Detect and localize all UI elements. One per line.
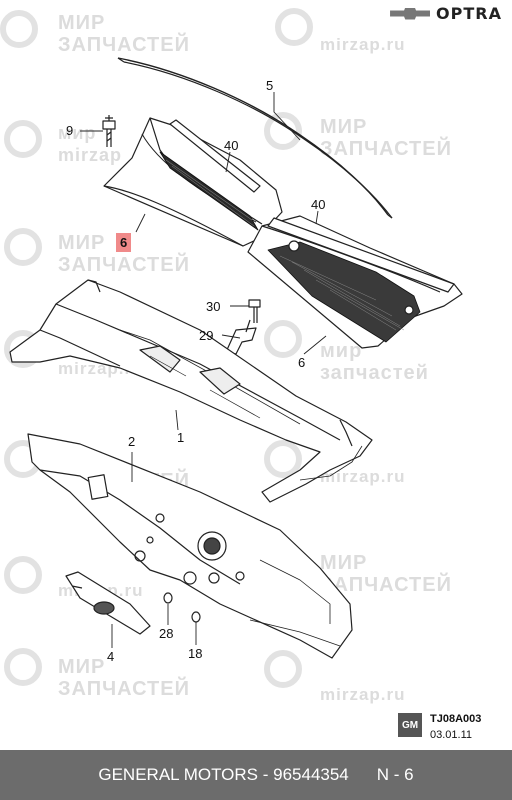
callout-part-1: 1 (177, 430, 185, 445)
watermark-logo-icon (4, 648, 42, 686)
callout-part-40-right: 40 (311, 197, 326, 212)
watermark-logo-icon (0, 10, 38, 48)
watermark-logo-icon (4, 556, 42, 594)
callout-part-6: 6 (298, 355, 306, 370)
watermark-logo-icon (4, 120, 42, 158)
part-40-right-seal (267, 217, 455, 293)
callout-part-29: 29 (199, 328, 214, 343)
watermark-logo-icon (264, 320, 302, 358)
watermark-logo-icon (264, 650, 302, 688)
part-18-nut (191, 611, 201, 623)
watermark-logo-icon (264, 440, 302, 478)
diagram-code: TJ08A003 (430, 713, 482, 725)
callout-part-18: 18 (188, 646, 203, 661)
footer-bar: GENERAL MOTORS - 96544354 N - 6 (0, 750, 512, 800)
watermark-logo-icon (264, 112, 302, 150)
callout-part-28: 28 (159, 626, 174, 641)
callout-part-5: 5 (266, 78, 274, 93)
callout-part-9: 9 (66, 123, 74, 138)
brand-logo: OPTRA (390, 4, 502, 23)
callout-part-30: 30 (206, 299, 221, 314)
callout-part-2: 2 (128, 434, 136, 449)
part-5-weatherstrip (117, 57, 393, 219)
part-2-dash-panel (27, 433, 353, 659)
chevrolet-bowtie-icon (390, 7, 431, 20)
watermark-logo-icon (275, 8, 313, 46)
callout-part-40-left: 40 (224, 138, 239, 153)
part-9-bolt (102, 115, 116, 147)
model-name: OPTRA (436, 4, 502, 23)
watermark: mirzap.ru (320, 35, 406, 54)
part-30-bolt (248, 299, 261, 323)
part-4-reinforcement (65, 571, 151, 635)
page-label: N - 6 (376, 765, 414, 784)
part-29-bracket (225, 319, 257, 355)
part-6-right-cowl-panel (247, 215, 463, 349)
diagram-date: 03.01.11 (430, 729, 473, 741)
part-6-left-cowl-panel (103, 117, 283, 247)
part-1-cowl-panel (9, 279, 373, 503)
callout-part-4: 4 (107, 649, 115, 664)
part-40-left-seal (169, 119, 261, 193)
leader-lines (80, 92, 327, 648)
watermark: mirzap.ru (320, 685, 406, 704)
watermark-logo-icon (4, 228, 42, 266)
part-number-label: GENERAL MOTORS - 96544354 (98, 765, 349, 784)
gm-logo-icon: GM (398, 713, 422, 737)
parts-drawing (9, 57, 463, 659)
callout-part-6-highlight: 6 (116, 233, 132, 252)
watermark: mirzap.ru (320, 467, 406, 486)
part-28-nut (163, 592, 173, 604)
